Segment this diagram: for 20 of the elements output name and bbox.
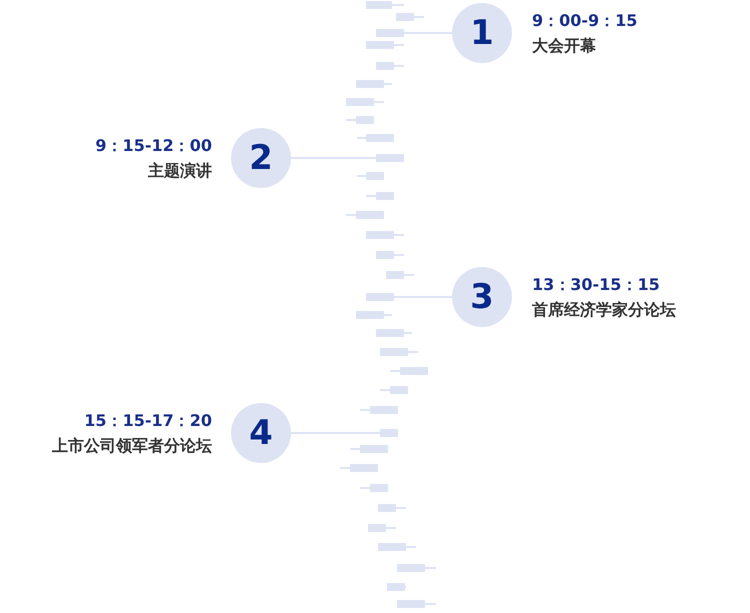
spine-bar [376, 154, 404, 162]
number-circle: 1 [452, 3, 512, 63]
number-circle: 4 [231, 403, 291, 463]
session-title: 大会开幕 [532, 36, 596, 57]
connector-line [404, 32, 452, 34]
connector-line [291, 157, 376, 159]
time-text: 13：30-15：15 [532, 275, 660, 296]
time-text: 9：00-9：15 [532, 11, 638, 32]
spine-bar [380, 429, 398, 437]
connector-line [291, 432, 380, 434]
spine-bar [366, 293, 394, 301]
session-title: 主题演讲 [148, 161, 212, 182]
session-title: 上市公司领军者分论坛 [52, 436, 212, 457]
time-text: 9：15-12：00 [95, 136, 212, 157]
number-circle: 3 [452, 267, 512, 327]
time-text: 15：15-17：20 [84, 411, 212, 432]
number-circle: 2 [231, 128, 291, 188]
spine-bar [376, 29, 404, 37]
session-title: 首席经济学家分论坛 [532, 300, 676, 321]
connector-line [394, 296, 452, 298]
